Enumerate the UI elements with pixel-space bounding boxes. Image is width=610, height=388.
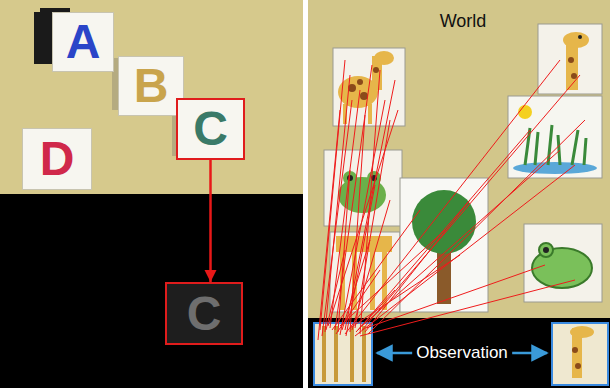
span-label: Observation bbox=[412, 343, 512, 364]
mapping-arrow bbox=[209, 160, 212, 282]
letter-block: B bbox=[118, 56, 184, 116]
giraffe-card bbox=[538, 24, 602, 94]
observation-strip bbox=[308, 318, 610, 388]
block-letter: C bbox=[187, 290, 222, 338]
observed-block: C bbox=[165, 282, 243, 345]
observation-patch bbox=[552, 323, 608, 385]
block-letter: D bbox=[40, 135, 75, 183]
block-letter: B bbox=[134, 62, 169, 110]
letter-block: A bbox=[52, 12, 114, 72]
wall-background bbox=[0, 0, 303, 194]
block-letter: C bbox=[193, 105, 228, 153]
dark-region bbox=[0, 194, 303, 388]
block-letter: A bbox=[66, 18, 101, 66]
letter-block: D bbox=[22, 128, 92, 190]
letter-block: C bbox=[176, 98, 245, 160]
wall-background bbox=[308, 0, 610, 318]
panel-title: World bbox=[436, 11, 491, 33]
match-lines bbox=[318, 60, 585, 340]
